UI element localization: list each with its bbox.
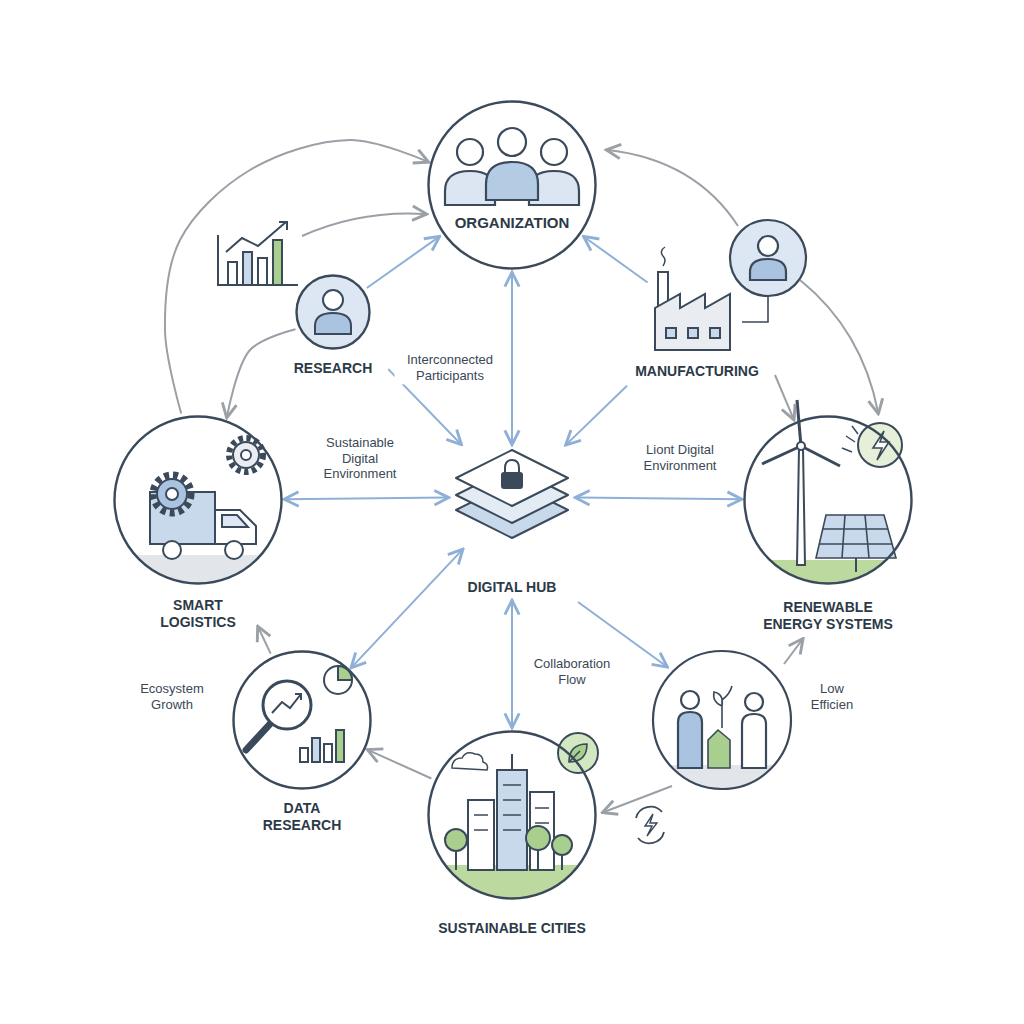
node-title: DATA RESEARCH [252, 800, 352, 834]
flow-label: Interconnected Participants [395, 351, 506, 384]
connector [258, 628, 270, 654]
connector [585, 237, 648, 282]
ground [730, 560, 930, 600]
circle-node: DATA RESEARCH [232, 650, 372, 834]
circle-outline [745, 417, 912, 584]
flow-label: Ecosystem Growth [129, 680, 215, 713]
circle-node: RESEARCH [283, 274, 383, 377]
circle-outline [427, 100, 597, 270]
connector [577, 498, 740, 500]
node-title: MANUFACTURING [622, 363, 772, 380]
ground [100, 555, 300, 595]
circle-node: SMART LOGISTICS [113, 415, 283, 631]
circle-outline [743, 415, 913, 585]
connector [227, 329, 295, 416]
circle-node: SUSTAINABLE CITIES [402, 730, 622, 937]
connector [286, 498, 447, 500]
node-title: RENEWABLE ENERGY SYSTEMS [756, 599, 901, 633]
collaboration-circle [653, 651, 791, 789]
chart-icon [218, 222, 298, 285]
node-title: DIGITAL HUB [447, 579, 577, 596]
icon-area [651, 285, 743, 351]
person-icon [315, 290, 351, 334]
icon-node: MANUFACTURING [622, 285, 772, 380]
connector [165, 140, 427, 413]
connector [511, 274, 513, 443]
connector [369, 750, 431, 778]
circle-outline [115, 417, 282, 584]
factory-icon [655, 247, 730, 350]
node-title: ORGANIZATION [432, 214, 592, 232]
connector [567, 386, 627, 444]
city-icon [445, 733, 598, 870]
flow-label: Liont Digital Environment [635, 441, 725, 474]
connector [511, 602, 513, 726]
person-circle [730, 220, 806, 322]
flow-label: Collaboration Flow [522, 655, 623, 688]
circle-outline [113, 415, 283, 585]
circle-node: ORGANIZATION [427, 100, 597, 270]
connector [775, 375, 793, 418]
node-title: RESEARCH [283, 360, 383, 377]
research-fill [296, 275, 370, 349]
hub-icon [456, 450, 568, 538]
circle-outline [234, 652, 371, 789]
flow-label: Low Efficien [799, 680, 865, 713]
connector [352, 550, 461, 666]
circle-outline [295, 274, 371, 350]
icon-node: DIGITAL HUB [447, 447, 577, 596]
circle-outline [232, 650, 372, 790]
flow-label: Sustainable Digital Environment [307, 434, 413, 483]
connector [367, 237, 438, 288]
people-icon [445, 128, 579, 205]
circle-outline [429, 732, 596, 899]
energy-cycle [636, 807, 664, 844]
circle-node: RENEWABLE ENERGY SYSTEMS [743, 415, 913, 633]
node-title: SUSTAINABLE CITIES [402, 920, 622, 937]
magnifier-icon [246, 666, 352, 762]
circle-outline [297, 276, 370, 349]
decor-arrows [302, 150, 878, 812]
circle-outline [427, 730, 597, 900]
gear-icon [153, 438, 263, 513]
node-title: SMART LOGISTICS [143, 597, 253, 631]
circle-outline [429, 102, 596, 269]
ground [640, 765, 810, 795]
icon-area [450, 447, 574, 547]
